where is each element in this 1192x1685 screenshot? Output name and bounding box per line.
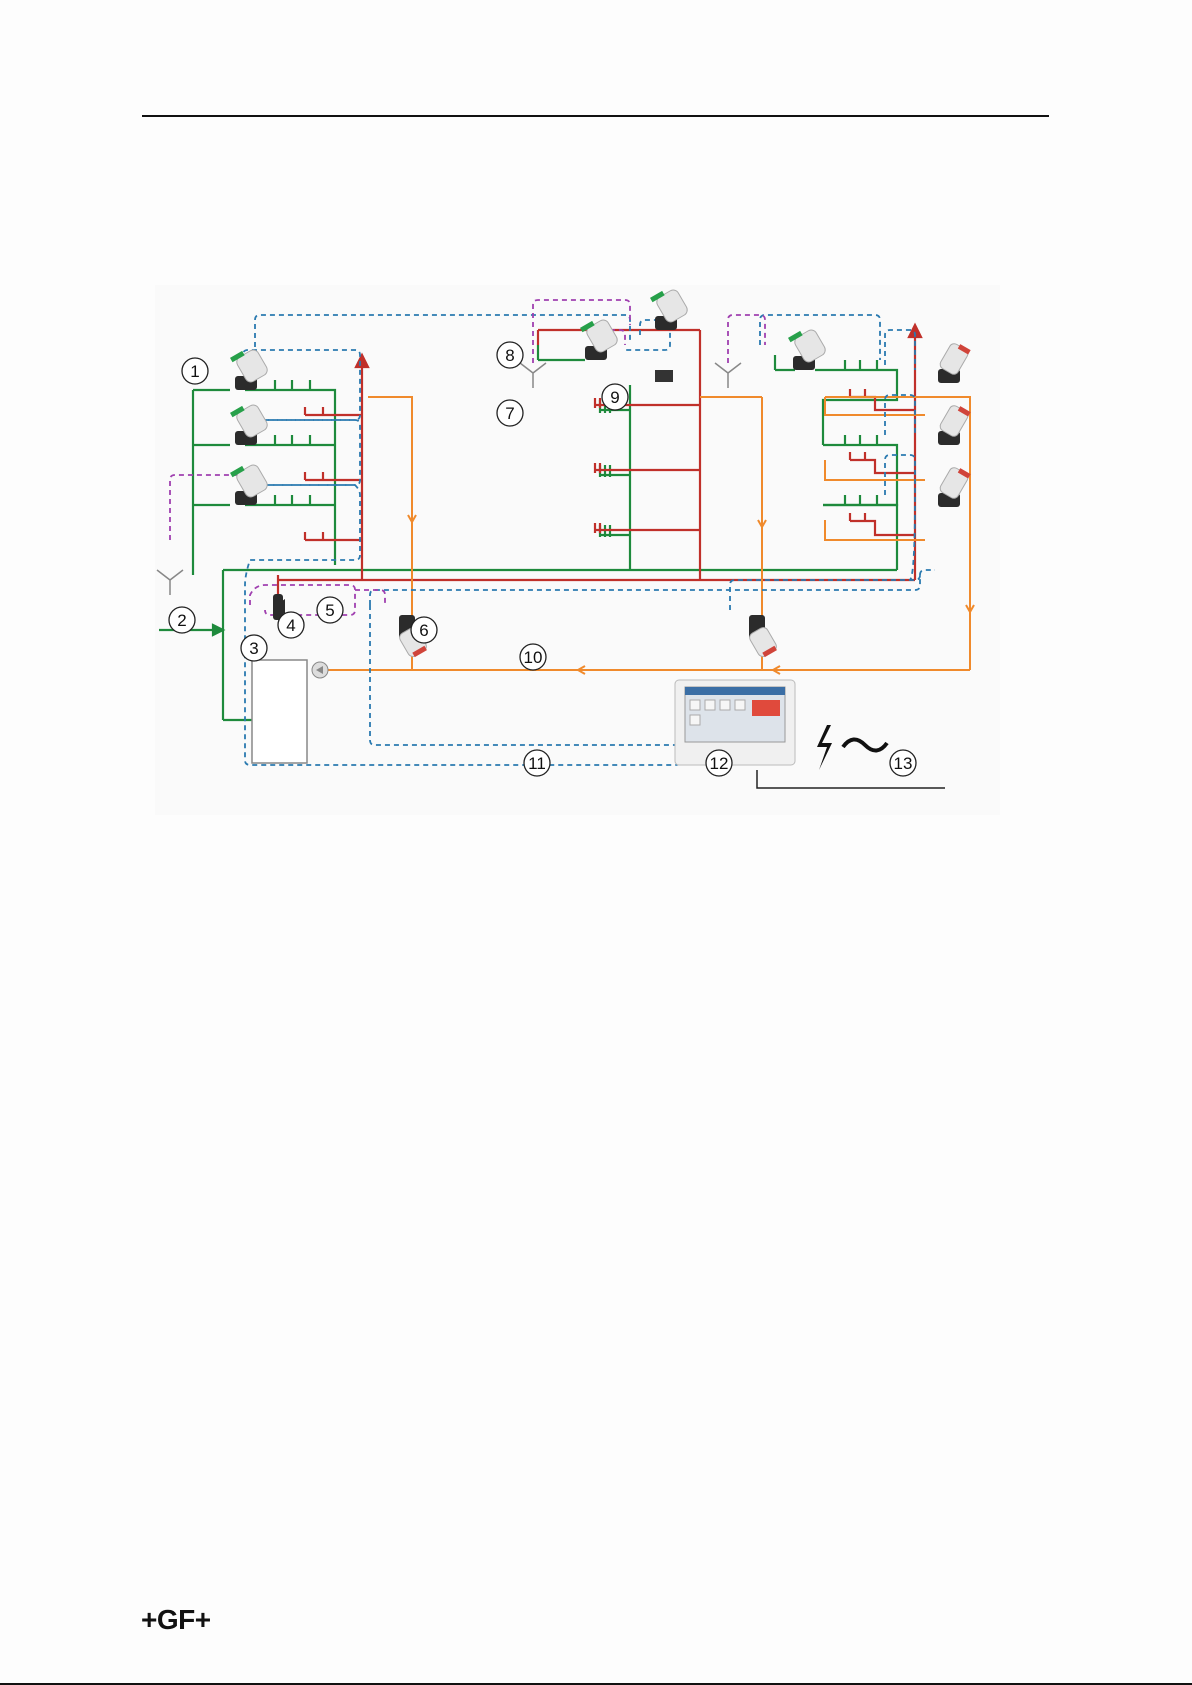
valve-right-hot-2	[938, 404, 971, 445]
callout-label: 6	[419, 621, 428, 640]
sensor-center	[533, 300, 630, 363]
callout-label: 4	[286, 616, 295, 635]
sensor-left	[170, 475, 245, 540]
lightning-bolt-icon	[817, 725, 832, 770]
touch-panel-controller	[675, 680, 795, 765]
callout-label: 13	[894, 754, 913, 773]
cold-manifold-2	[245, 435, 335, 445]
tap-7	[520, 363, 546, 388]
tap-left	[157, 570, 183, 595]
callout-8: 8	[497, 342, 523, 368]
sensor-box-9	[655, 370, 673, 382]
tilde-icon	[843, 739, 887, 750]
callout-10: 10	[520, 644, 546, 670]
valve-right-1	[788, 328, 827, 370]
bus-mid-run	[370, 570, 935, 605]
callout-2: 2	[169, 607, 195, 633]
hot-riser-left-arrow	[356, 355, 368, 367]
valve-center-1	[580, 318, 619, 360]
hot-manifold-2	[305, 472, 362, 480]
callout-label: 12	[710, 754, 729, 773]
header-rule	[142, 115, 1049, 117]
valve-1b	[230, 403, 269, 445]
callout-label: 1	[190, 362, 199, 381]
cold-manifold-3	[245, 495, 335, 505]
cold-inlet-arrow	[213, 625, 223, 635]
hot-manifold-1	[305, 407, 362, 415]
callout-label: 11	[528, 754, 546, 773]
gf-logo: +GF+	[141, 1604, 211, 1636]
water-heater	[252, 660, 307, 763]
tap-right	[715, 363, 741, 388]
callout-6: 6	[411, 617, 437, 643]
callout-3: 3	[241, 635, 267, 661]
callout-9: 9	[602, 384, 628, 410]
valve-1	[230, 348, 269, 390]
power-line	[757, 770, 945, 788]
callout-label: 3	[249, 639, 258, 658]
callout-label: 8	[505, 346, 514, 365]
pump-icon	[312, 662, 328, 678]
callout-label: 10	[524, 648, 543, 667]
callout-5: 5	[317, 597, 343, 623]
callout-label: 7	[505, 404, 514, 423]
valve-circ-right	[748, 615, 778, 658]
callout-label: 5	[325, 601, 334, 620]
hot-manifold-r3	[850, 513, 915, 535]
callout-label: 9	[610, 388, 619, 407]
bus-box-3-to-controller	[245, 483, 680, 766]
callout-12: 12	[706, 750, 732, 776]
cold-manifold-r3	[823, 495, 897, 555]
valve-right-hot-3	[938, 466, 971, 507]
callout-7: 7	[497, 400, 523, 426]
callout-1: 1	[182, 358, 208, 384]
valve-center-2	[650, 288, 689, 330]
sensor-cables	[170, 300, 765, 615]
callout-11: 11	[524, 750, 550, 776]
valve-right-hot-1	[938, 342, 971, 383]
callout-label: 2	[177, 611, 186, 630]
callout-13: 13	[890, 750, 916, 776]
bus-top-left	[255, 315, 630, 365]
valve-1c	[230, 463, 269, 505]
callout-4: 4	[278, 612, 304, 638]
hot-manifold-3	[305, 532, 362, 540]
